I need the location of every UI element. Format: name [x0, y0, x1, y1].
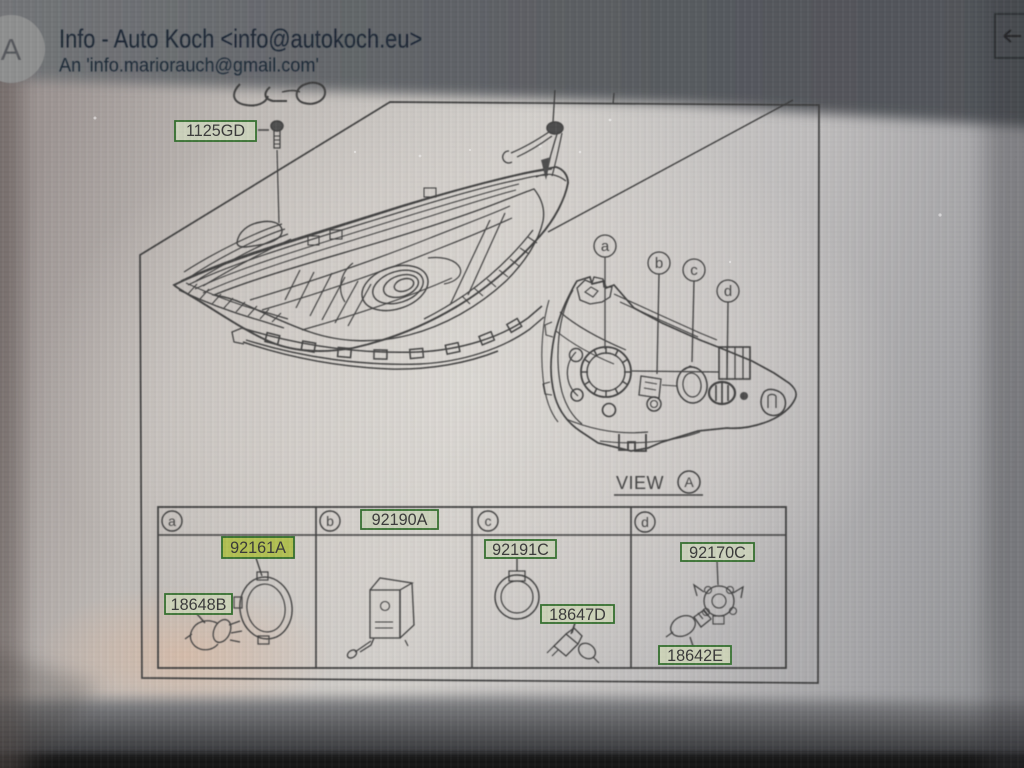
svg-text:1125GD: 1125GD: [186, 122, 245, 140]
svg-text:18642E: 18642E: [667, 647, 723, 665]
svg-text:a: a: [168, 513, 176, 529]
svg-text:d: d: [641, 514, 649, 530]
svg-text:d: d: [724, 283, 732, 300]
svg-text:18648B: 18648B: [171, 596, 227, 614]
svg-text:18647D: 18647D: [549, 606, 606, 624]
svg-text:An 'info.mariorauch@gmail.com: An 'info.mariorauch@gmail.com': [59, 54, 319, 76]
svg-text:c: c: [485, 513, 492, 529]
svg-text:Info - Auto Koch <info@autokoc: Info - Auto Koch <info@autokoch.eu>: [59, 25, 422, 54]
svg-text:92161A: 92161A: [230, 539, 286, 557]
svg-text:92190A: 92190A: [372, 511, 428, 529]
svg-text:b: b: [326, 513, 334, 529]
svg-text:VIEW: VIEW: [616, 473, 664, 493]
svg-text:c: c: [690, 262, 698, 279]
svg-text:92191C: 92191C: [492, 541, 549, 559]
svg-text:a: a: [601, 238, 610, 255]
svg-text:b: b: [655, 255, 663, 272]
svg-text:A: A: [1, 32, 22, 67]
svg-text:92170C: 92170C: [689, 544, 746, 562]
svg-text:A: A: [684, 474, 694, 490]
